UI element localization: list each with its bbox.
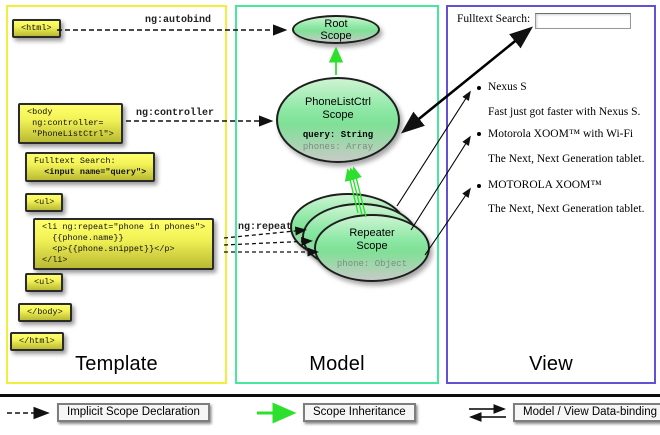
view-search-label: Fulltext Search: [457, 13, 531, 25]
scope-title: Scope [322, 109, 354, 121]
code-line: <ul> [34, 277, 55, 287]
scope-property: phones: Array [302, 142, 374, 152]
view-item-desc: The Next, Next Generation tablet. [488, 203, 645, 215]
code-box-li-repeat: <li ng:repeat="phone in phones"> {{phone… [33, 218, 215, 270]
ng-repeat-label: ng:repeat [238, 222, 293, 233]
bullet-icon [477, 184, 481, 188]
ng-autobind-label: ng:autobind [145, 15, 212, 26]
view-panel-label: View [529, 353, 573, 375]
code-line: <ul> [34, 197, 55, 207]
scope-title: Scope [356, 240, 388, 252]
code-line: <body [27, 107, 53, 117]
legend-implicit-scope-box: Implicit Scope Declaration [57, 403, 210, 422]
bullet-icon [477, 132, 481, 136]
code-line: <p>{{phone.snippet}}</p> [42, 244, 175, 254]
code-line: {{phone.name}} [42, 233, 124, 243]
code-box-html-open: <html> [12, 19, 61, 38]
code-line: </li> [42, 255, 68, 265]
scope-title: Scope [320, 30, 352, 42]
view-panel: View [446, 5, 656, 384]
view-item-desc: The Next, Next Generation tablet. [488, 153, 645, 165]
code-line: <li ng:repeat="phone in phones"> [42, 222, 206, 232]
legend-data-binding-box: Model / View Data-binding [513, 403, 660, 422]
code-box-ul-open: <ul> [25, 193, 64, 212]
template-panel-label: Template [75, 353, 158, 375]
code-line: <html> [21, 23, 52, 33]
code-box-body-close: </body> [18, 303, 72, 322]
code-box-fulltext-search: Fulltext Search: <input name="query"> [25, 152, 156, 182]
scope-title: Repeater [349, 227, 395, 239]
code-box-html-close: </html> [10, 332, 64, 351]
legend-separator [0, 394, 660, 397]
view-item-desc: Fast just got faster with Nexus S. [488, 106, 641, 118]
code-line: ng:controller= [27, 118, 104, 128]
repeater-scope-ellipse: Repeater Scope phone: Object [314, 214, 430, 282]
scope-title: PhoneListCtrl [304, 96, 372, 108]
ng-controller-label: ng:controller [136, 108, 215, 119]
scope-property: phone: Object [336, 259, 408, 269]
code-line: "PhoneListCtrl"> [27, 129, 114, 139]
bullet-icon [477, 86, 481, 90]
fulltext-search-input[interactable] [535, 13, 631, 29]
scope-title: Root [324, 18, 348, 30]
code-line: </body> [27, 307, 63, 317]
code-line: Fulltext Search: [34, 156, 116, 166]
scope-property: query: String [302, 130, 374, 140]
root-scope-ellipse: Root Scope [292, 15, 380, 44]
model-panel-label: Model [309, 353, 365, 375]
code-box-ul-close: <ul> [25, 273, 64, 292]
view-item-title: Motorola XOOM™ with Wi-Fi [488, 128, 634, 140]
view-item-title: Nexus S [488, 81, 527, 93]
code-line: <input name="query"> [34, 167, 147, 177]
legend-scope-inheritance-box: Scope Inheritance [303, 403, 416, 422]
code-line: </html> [19, 336, 55, 346]
code-box-body-open: <body ng:controller= "PhoneListCtrl"> [18, 103, 123, 144]
view-item-title: MOTOROLA XOOM™ [488, 179, 602, 191]
phonelistctrl-scope-ellipse: PhoneListCtrl Scope query: String phones… [276, 77, 400, 163]
